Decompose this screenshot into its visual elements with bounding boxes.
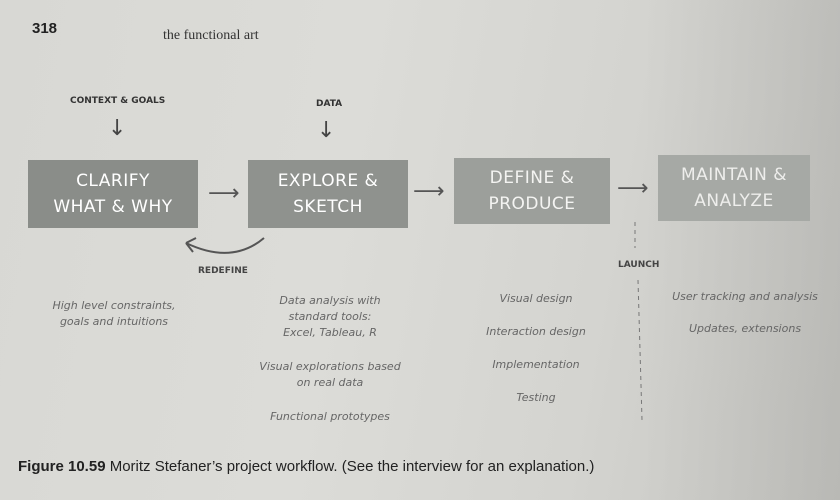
- note-line: Visual explorations based: [259, 360, 401, 373]
- right-arrow-icon: ⟶: [208, 181, 240, 206]
- stage-maintain-line1: MAINTAIN &: [680, 165, 788, 185]
- notes-explore: Data analysis with standard tools: Excel…: [250, 293, 410, 341]
- right-arrow-icon: ⟶: [413, 179, 445, 204]
- stage-maintain: MAINTAIN & ANALYZE: [658, 155, 810, 221]
- notes-explore-prototypes: Functional prototypes: [250, 409, 410, 425]
- note-interaction-design: Interaction design: [486, 325, 586, 338]
- note-line: standard tools:: [288, 310, 372, 323]
- context-goals-label: CONTEXT & GOALS: [70, 96, 166, 106]
- note-line: Data analysis with: [279, 294, 381, 307]
- launch-label: LAUNCH: [618, 260, 660, 270]
- note-testing: Testing: [516, 391, 556, 404]
- stage-define: DEFINE & PRODUCE: [454, 158, 610, 224]
- note-line: on real data: [296, 376, 364, 389]
- stage-clarify-line1: CLARIFY: [76, 171, 150, 191]
- note-line: High level constraints,: [52, 299, 176, 312]
- running-head: the functional art: [163, 28, 259, 43]
- stage-define-line2: PRODUCE: [488, 194, 576, 214]
- stage-explore-line1: EXPLORE &: [277, 171, 379, 191]
- note-visual-design: Visual design: [499, 292, 573, 305]
- figure-label: Figure 10.59: [18, 458, 106, 475]
- stage-define-line1: DEFINE &: [489, 168, 575, 188]
- data-label: DATA: [316, 99, 343, 109]
- note-line: Excel, Tableau, R: [283, 326, 377, 339]
- stage-maintain-line2: ANALYZE: [694, 191, 774, 211]
- stage-clarify: CLARIFY WHAT & WHY: [28, 160, 198, 228]
- note-updates: Updates, extensions: [688, 322, 802, 335]
- figure-caption: Figure 10.59 Moritz Stefaner’s project w…: [18, 458, 594, 475]
- caption-text: Moritz Stefaner’s project workflow. (See…: [105, 458, 595, 475]
- note-implementation: Implementation: [492, 358, 580, 371]
- notes-explore-visual: Visual explorations based on real data: [245, 359, 415, 391]
- down-arrow-icon: ↓: [317, 118, 336, 143]
- down-arrow-icon: ↓: [108, 116, 127, 141]
- note-user-tracking: User tracking and analysis: [672, 290, 818, 303]
- right-arrow-icon: ⟶: [617, 176, 649, 201]
- page-number: 318: [32, 20, 58, 37]
- redefine-curve: [185, 237, 265, 254]
- notes-clarify: High level constraints, goals and intuit…: [34, 298, 194, 330]
- stage-clarify-line2: WHAT & WHY: [53, 197, 173, 217]
- note-line: goals and intuitions: [59, 315, 169, 328]
- stage-explore-line2: SKETCH: [293, 197, 363, 217]
- redefine-label: REDEFINE: [198, 266, 248, 276]
- stage-explore: EXPLORE & SKETCH: [248, 160, 408, 228]
- redefine-arrowhead-icon: [185, 237, 197, 253]
- launch-line-bottom: [637, 279, 643, 421]
- note-line: Functional prototypes: [270, 410, 390, 423]
